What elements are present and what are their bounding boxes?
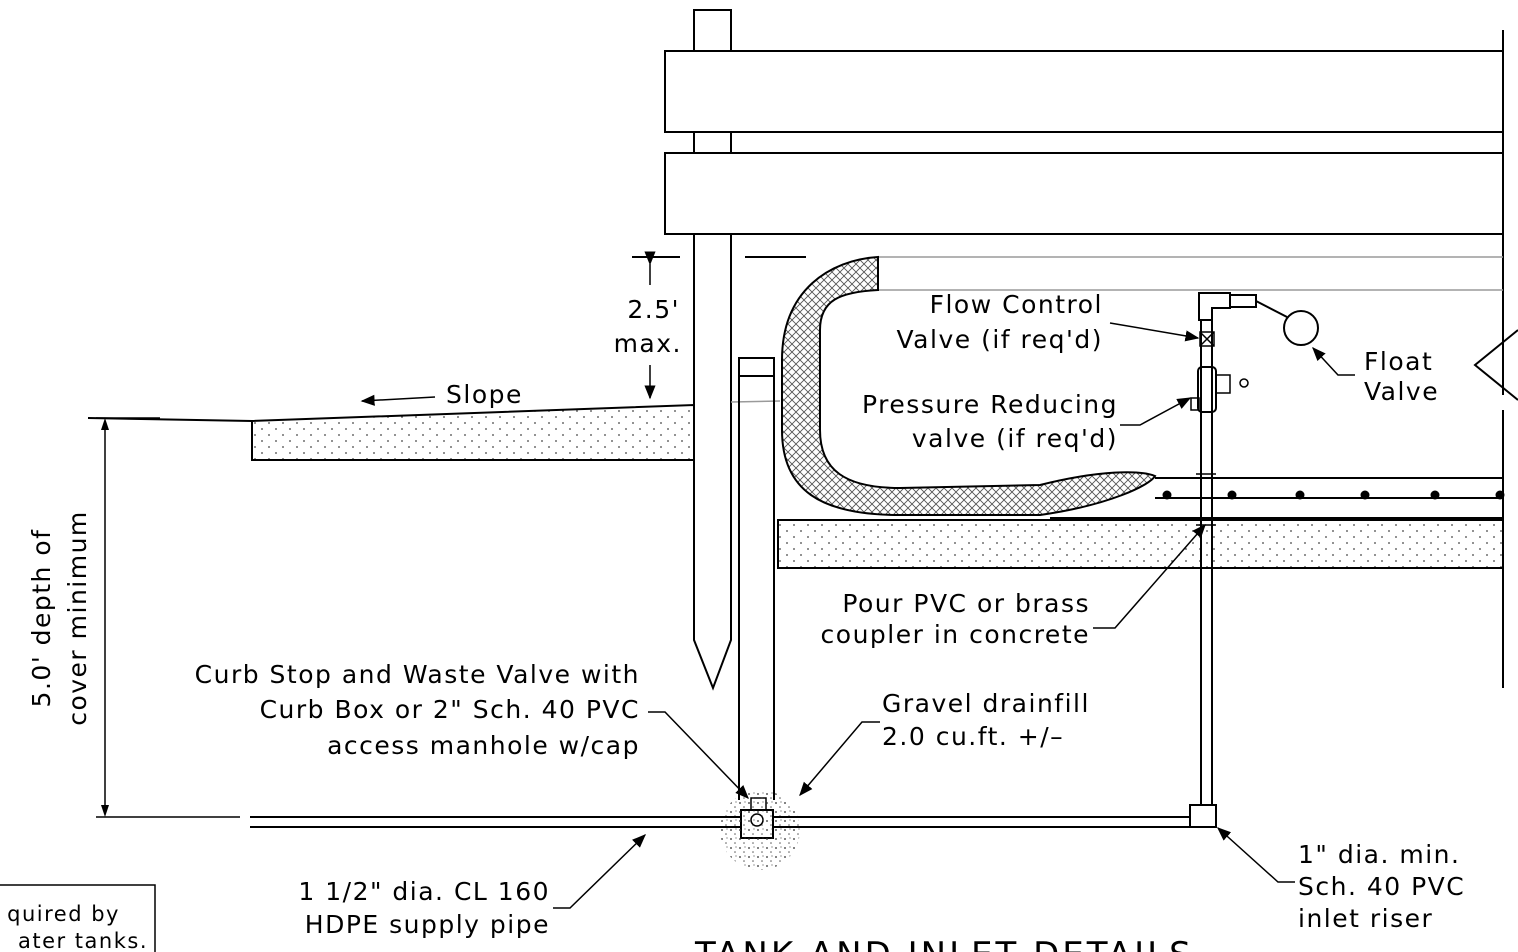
supply-pipe bbox=[250, 804, 1217, 828]
gravel-label: Gravel drainfill bbox=[882, 689, 1090, 718]
gravel-base bbox=[777, 519, 1504, 569]
riser-elbow bbox=[1198, 292, 1231, 321]
slope-label: Slope bbox=[446, 380, 523, 409]
leader-lines bbox=[360, 322, 1355, 909]
marker-post bbox=[693, 9, 732, 691]
flow-control-label-2: Valve (if req'd) bbox=[897, 325, 1103, 354]
curb-stop-label: Curb Stop and Waste Valve with bbox=[195, 660, 640, 689]
flow-control-label: Flow Control bbox=[930, 290, 1103, 319]
riser-label-3: inlet riser bbox=[1298, 904, 1433, 933]
gravel-drainfill bbox=[720, 790, 800, 870]
riser-label: 1" dia. min. bbox=[1298, 840, 1460, 869]
rebar-dots bbox=[1162, 490, 1505, 500]
lower-beam bbox=[664, 152, 1504, 235]
depth-label-2: cover minimum bbox=[63, 510, 92, 726]
float-valve-label: Float bbox=[1364, 347, 1433, 376]
upper-beam bbox=[664, 50, 1504, 133]
post-top bbox=[693, 9, 732, 52]
post-mid bbox=[693, 131, 732, 154]
drawing-title: TANK AND INLET DETAILS bbox=[694, 935, 1194, 952]
depth-label: 5.0' depth of bbox=[27, 529, 56, 708]
riser-label-2: Sch. 40 PVC bbox=[1298, 872, 1465, 901]
tank-structure bbox=[664, 30, 1518, 688]
slope-arrow bbox=[360, 394, 436, 406]
hdpe-pipe-label: 1 1/2" dia. CL 160 bbox=[298, 877, 550, 906]
gravel-label-2: 2.0 cu.ft. +/– bbox=[882, 722, 1064, 751]
hdpe-pipe-label-2: HDPE supply pipe bbox=[305, 910, 550, 939]
max-dimension-label-2: max. bbox=[614, 329, 682, 358]
curb-stop-label-2: Curb Box or 2" Sch. 40 PVC bbox=[260, 695, 640, 724]
curb-stop-label-3: access manhole w/cap bbox=[327, 731, 640, 760]
note-box bbox=[0, 884, 156, 952]
float-valve bbox=[1283, 310, 1319, 346]
surface-slab bbox=[251, 403, 695, 461]
elbow-fitting bbox=[1189, 804, 1217, 828]
ground-surface bbox=[87, 256, 806, 461]
coupler-label-2: coupler in concrete bbox=[821, 620, 1090, 649]
break-symbol bbox=[1473, 329, 1518, 401]
pressure-valve-label-2: valve (if req'd) bbox=[912, 424, 1118, 453]
pressure-valve-label: Pressure Reducing bbox=[862, 390, 1118, 419]
float-valve-label-2: Valve bbox=[1364, 377, 1439, 406]
post-shaft bbox=[693, 234, 732, 691]
insulation-wrap bbox=[781, 255, 1157, 516]
curb-box bbox=[720, 357, 800, 870]
note-label: quired by bbox=[7, 902, 120, 926]
dimension-depth bbox=[96, 417, 240, 818]
flow-control-valve bbox=[1199, 331, 1215, 347]
coupler-label: Pour PVC or brass bbox=[842, 589, 1090, 618]
inlet-riser bbox=[1190, 292, 1319, 805]
note-label-2: ater tanks. bbox=[18, 929, 148, 952]
max-dimension-label: 2.5' bbox=[627, 295, 680, 324]
